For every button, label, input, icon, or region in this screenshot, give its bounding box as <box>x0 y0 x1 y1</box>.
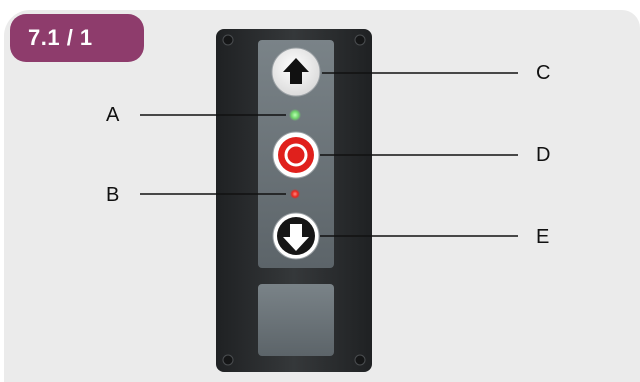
up-button[interactable] <box>272 48 320 96</box>
callout-label-b: B <box>106 185 119 205</box>
figure-label-badge: 7.1 / 1 <box>10 14 144 62</box>
down-button[interactable] <box>273 213 319 259</box>
indicator-light-green <box>289 109 301 121</box>
callout-label-a: A <box>106 105 119 125</box>
callout-label-c: C <box>536 63 550 83</box>
stop-button[interactable] <box>273 132 319 178</box>
indicator-light-red <box>290 189 300 199</box>
blank-panel <box>258 284 334 356</box>
callout-label-d: D <box>536 145 550 165</box>
callout-label-e: E <box>536 227 549 247</box>
